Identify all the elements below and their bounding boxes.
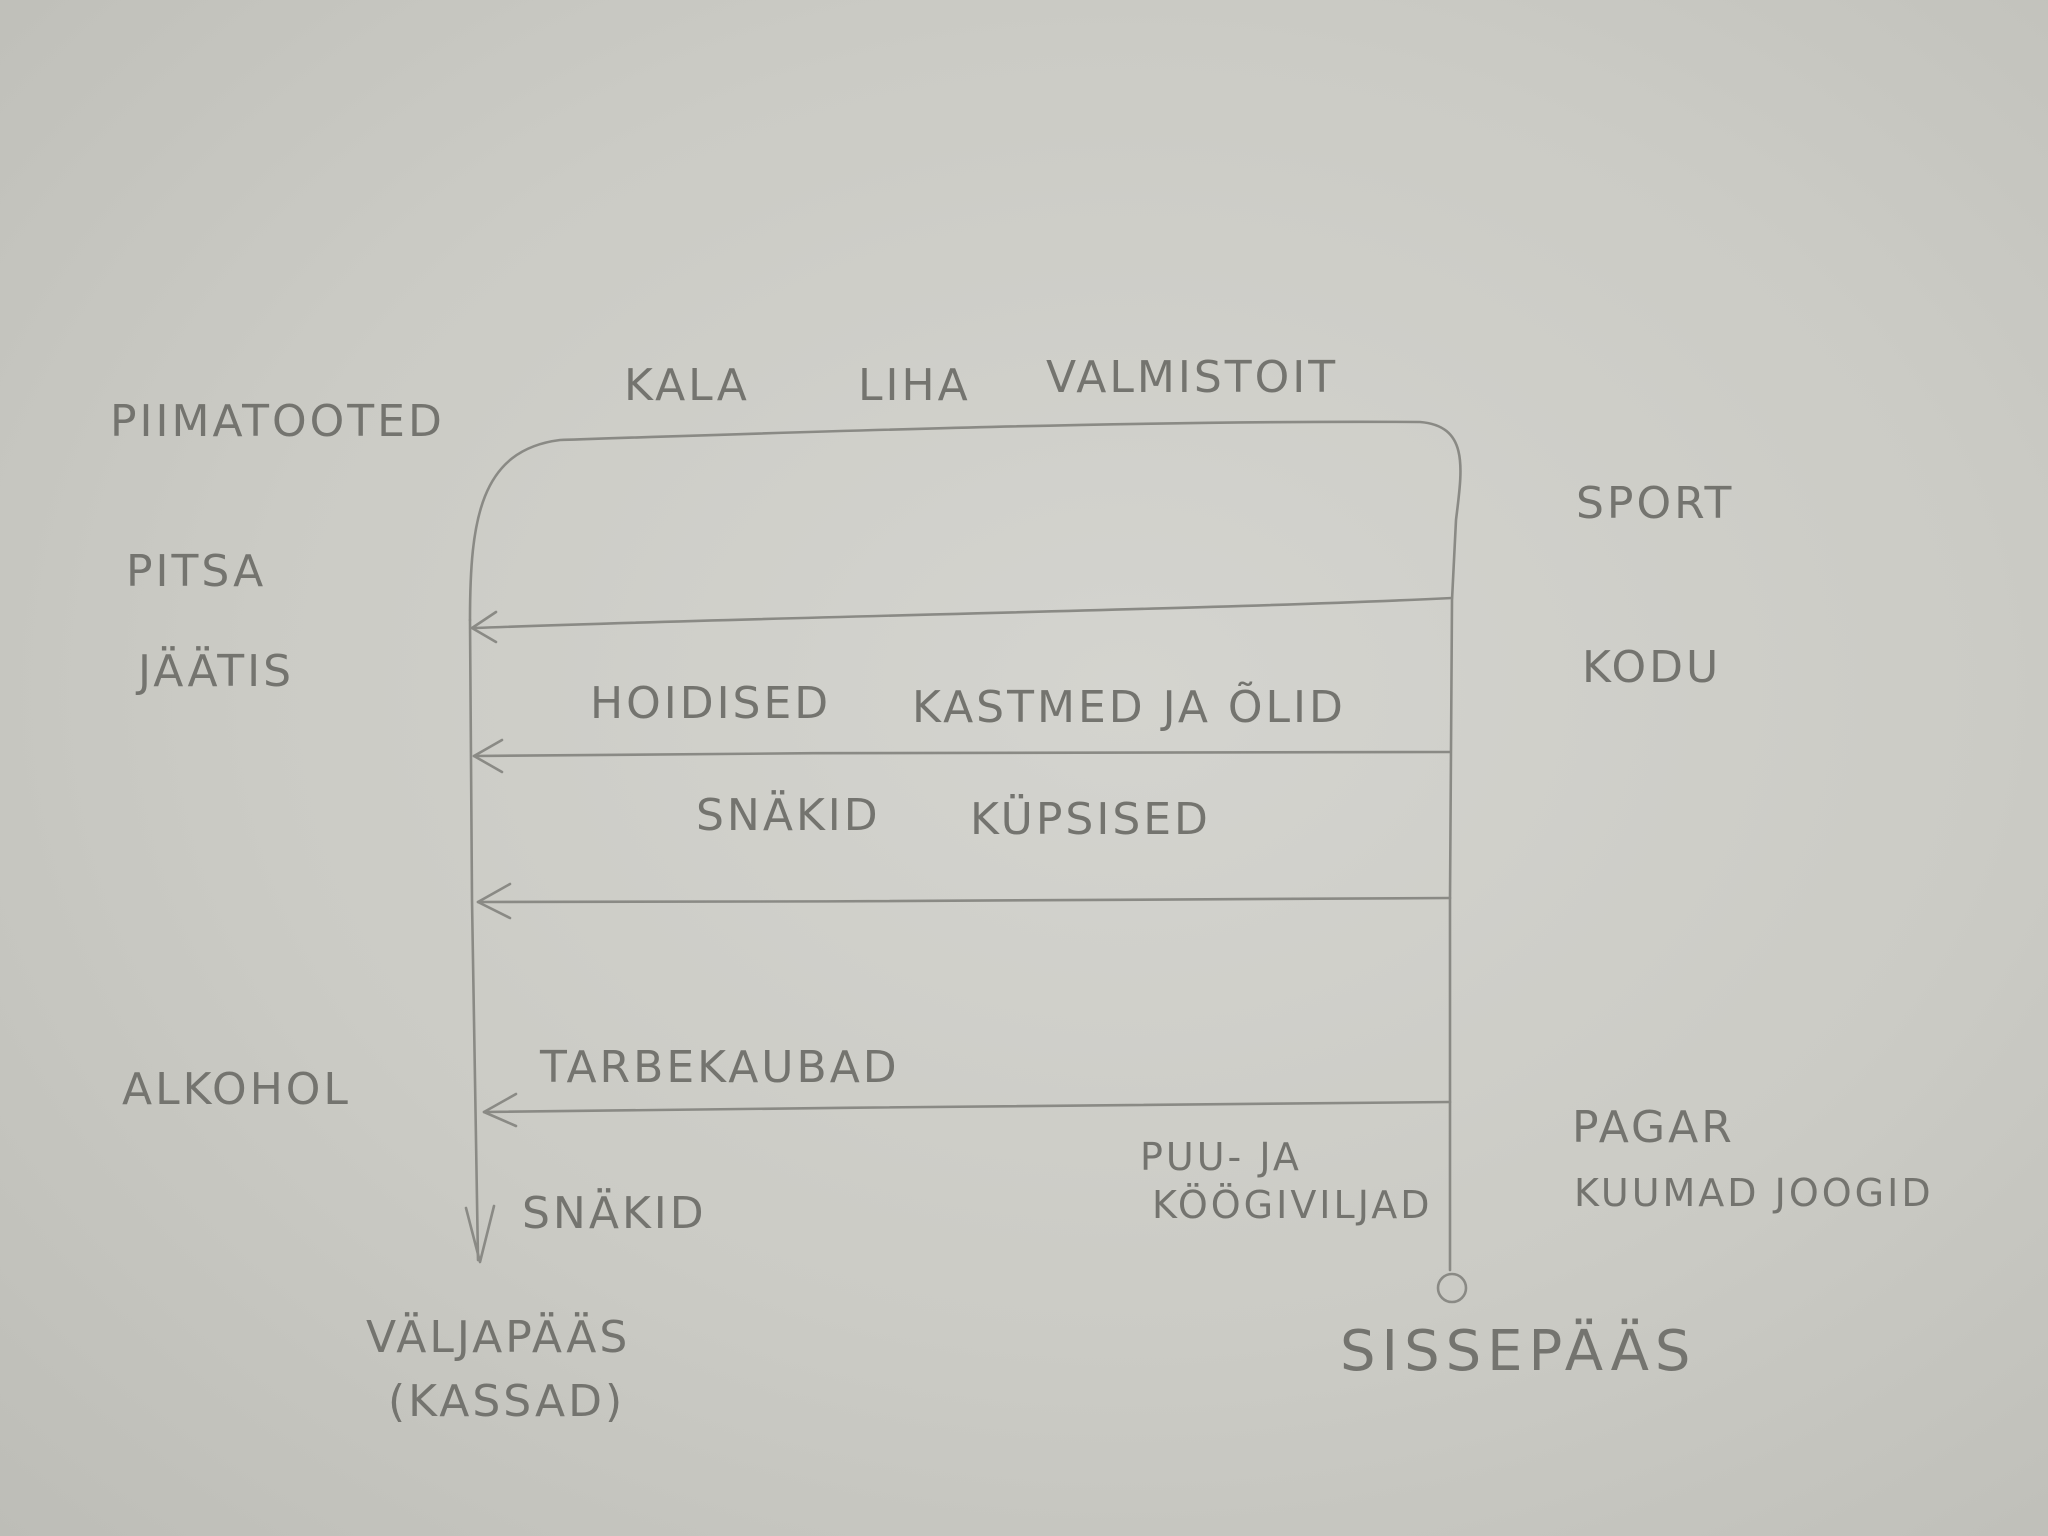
section-labels: PIIMATOOTED KALA LIHA VALMISTOIT SPORT P…	[110, 352, 1934, 1427]
label-pagar: PAGAR	[1572, 1102, 1735, 1153]
arrow-head-1	[470, 610, 498, 644]
aisle-arrow-3	[476, 896, 1452, 904]
label-snakid-exit: SNÄKID	[522, 1187, 707, 1239]
label-puu-line1: PUU- JA	[1140, 1135, 1302, 1179]
label-kala: KALA	[624, 360, 750, 411]
route-lines	[464, 420, 1468, 1304]
label-liha: LIHA	[858, 360, 971, 411]
label-hoidised: HOIDISED	[590, 678, 831, 729]
label-alkohol: ALKOHOL	[122, 1064, 351, 1115]
label-snakid-aisle: SNÄKID	[696, 789, 881, 841]
arrow-head-4	[482, 1092, 518, 1128]
label-kuumad-joogid: KUUMAD JOOGID	[1574, 1171, 1934, 1215]
aisle-arrow-1	[472, 596, 1454, 630]
label-pitsa: PITSA	[126, 546, 266, 597]
arrow-head-2	[472, 738, 504, 774]
label-kastmed: KASTMED JA ÕLID	[912, 681, 1346, 733]
label-valmistoit: VALMISTOIT	[1046, 352, 1338, 403]
label-tarbekaubad: TARBEKAUBAD	[539, 1042, 900, 1093]
label-valjapaas: VÄLJAPÄÄS	[366, 1311, 630, 1363]
label-sport: SPORT	[1576, 478, 1734, 529]
arrow-head-3	[476, 882, 512, 920]
label-jaatis: JÄÄTIS	[135, 645, 294, 697]
label-kassad: (KASSAD)	[388, 1376, 625, 1427]
label-kodu: KODU	[1582, 642, 1721, 693]
left-wall-line	[468, 618, 480, 1262]
aisle-arrow-4	[482, 1100, 1452, 1114]
exit-arrow-head	[464, 1204, 496, 1264]
label-sissepaas: SISSEPÄÄS	[1340, 1319, 1696, 1384]
aisle-arrow-2	[472, 750, 1452, 758]
label-kupsised: KÜPSISED	[970, 793, 1211, 845]
label-piimatooted: PIIMATOOTED	[110, 396, 445, 447]
entrance-marker	[1436, 1272, 1468, 1304]
right-wall-line	[468, 420, 1462, 1272]
label-puu-line2: KÖÖGIVILJAD	[1152, 1183, 1432, 1227]
